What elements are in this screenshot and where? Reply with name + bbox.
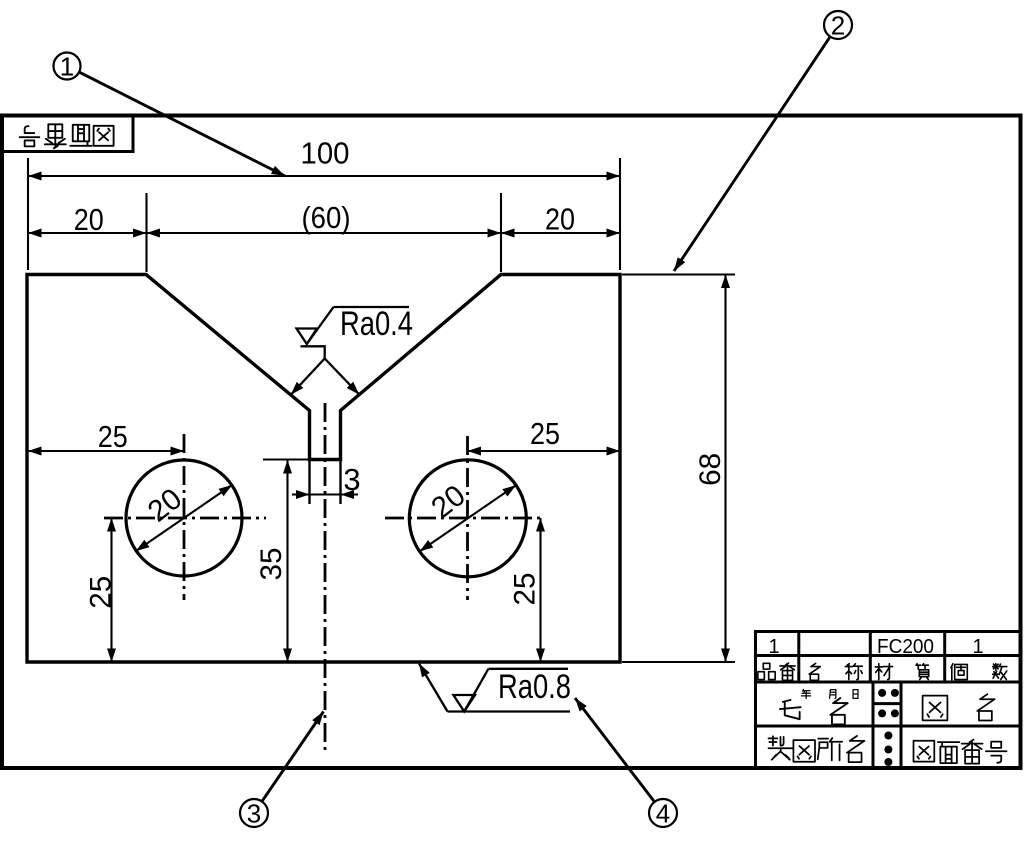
svg-text:(60): (60): [302, 200, 351, 235]
svg-text:4: 4: [656, 799, 670, 829]
svg-text:3: 3: [247, 799, 261, 829]
svg-text:1: 1: [60, 52, 74, 82]
svg-text:1: 1: [972, 636, 983, 658]
svg-text:20: 20: [142, 482, 188, 528]
svg-text:20: 20: [545, 202, 575, 237]
svg-text:3: 3: [343, 462, 360, 497]
svg-text:35: 35: [255, 548, 288, 581]
svg-text:Ra0.4: Ra0.4: [340, 305, 413, 343]
svg-text:FC200: FC200: [877, 636, 934, 658]
svg-text:1: 1: [768, 636, 779, 658]
svg-text:25: 25: [530, 416, 560, 451]
svg-text:25: 25: [509, 573, 542, 606]
svg-text:20: 20: [74, 202, 104, 237]
svg-text:100: 100: [301, 136, 350, 171]
svg-text:25: 25: [85, 576, 118, 609]
svg-text:68: 68: [694, 453, 727, 486]
svg-text:Ra0.8: Ra0.8: [498, 668, 571, 706]
svg-text:2: 2: [831, 11, 845, 41]
svg-text:25: 25: [98, 419, 128, 454]
